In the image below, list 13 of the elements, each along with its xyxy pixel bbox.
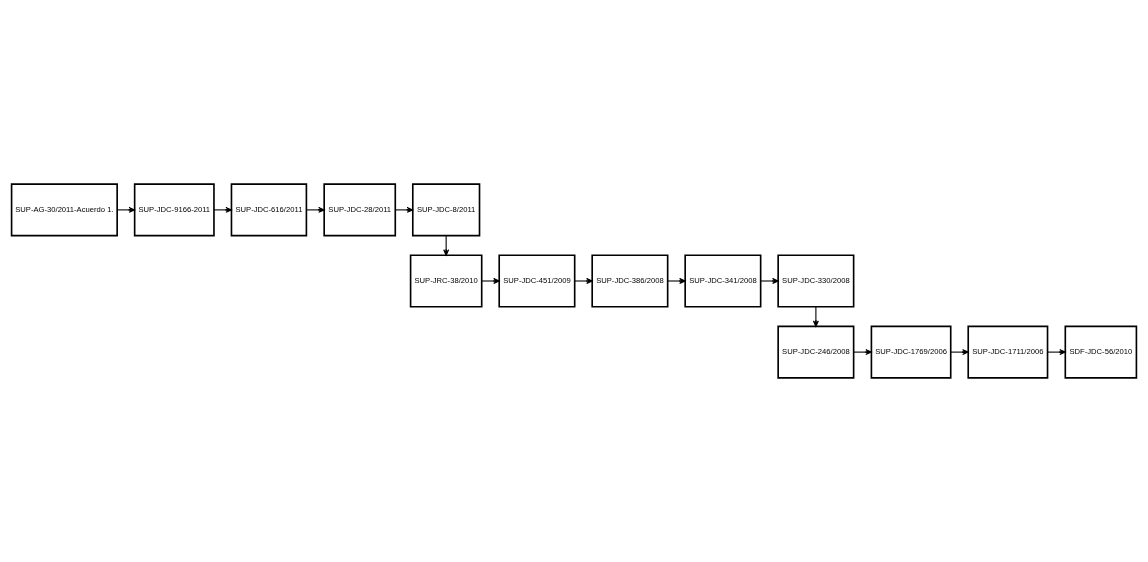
arrow — [667, 278, 686, 284]
arrow — [812, 306, 819, 327]
arrow — [853, 349, 872, 356]
arrow — [116, 206, 136, 213]
arrow — [443, 235, 450, 256]
arrow — [1047, 349, 1066, 356]
arrow — [481, 278, 500, 284]
arrow — [306, 206, 325, 213]
arrow — [213, 206, 232, 213]
arrow — [394, 206, 414, 213]
arrow — [950, 349, 969, 356]
arrow — [574, 278, 593, 284]
arrow — [760, 278, 779, 284]
